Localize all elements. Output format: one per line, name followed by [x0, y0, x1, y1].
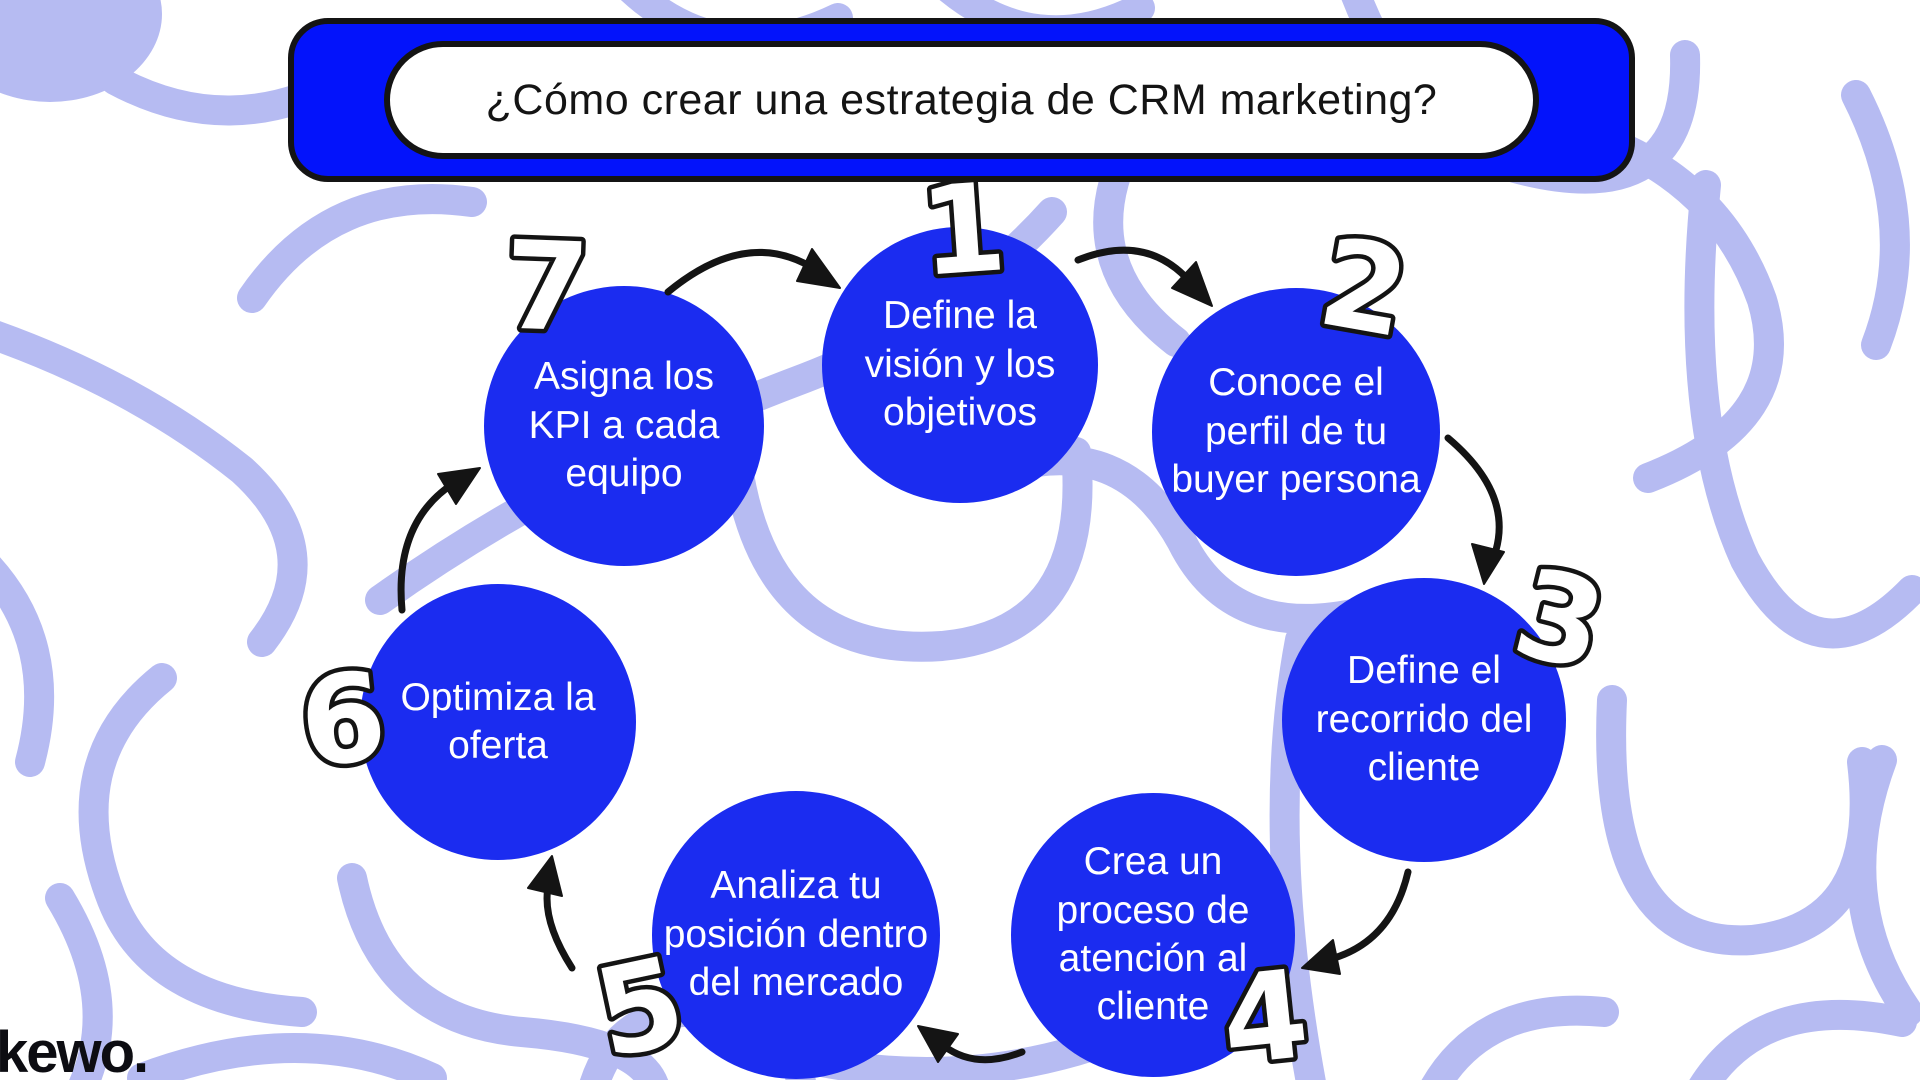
step-number-5: 5	[579, 925, 701, 1080]
step-circle-7: Asigna los KPI a cada equipo	[484, 286, 764, 566]
brand-logo: kewo.	[0, 1020, 149, 1080]
step-circle-6: Optimiza la oferta	[360, 584, 636, 860]
arrow-step7-to-step1	[664, 248, 841, 296]
step-label-1: Define la visión y los objetivos	[864, 294, 1056, 435]
svg-text:7: 7	[502, 215, 592, 360]
svg-text:6: 6	[293, 645, 392, 795]
title-pill: ¿Cómo crear una estrategia de CRM market…	[384, 41, 1539, 159]
arrow-step1-to-step2	[1074, 246, 1213, 307]
step-number-7: 7	[498, 210, 597, 364]
step-label-2: Conoce el perfil de tu buyer persona	[1171, 361, 1421, 502]
title-banner: ¿Cómo crear una estrategia de CRM market…	[288, 18, 1635, 182]
step-circle-3: Define el recorrido del cliente	[1282, 578, 1566, 862]
step-number-3: 3	[1497, 536, 1623, 703]
step-circle-1: Define la visión y los objetivos	[822, 227, 1098, 503]
arrow-step2-to-step3	[1444, 434, 1505, 585]
step-label-6: Optimiza la oferta	[400, 675, 596, 767]
step-circle-2: Conoce el perfil de tu buyer persona	[1152, 288, 1440, 576]
arrow-step4-to-step5	[917, 1025, 1026, 1064]
step-number-6: 6	[289, 640, 397, 799]
svg-text:4: 4	[1215, 943, 1314, 1080]
svg-text:5: 5	[584, 930, 697, 1080]
arrow-step6-to-step7	[397, 467, 481, 614]
step-number-2: 2	[1305, 206, 1422, 370]
svg-text:2: 2	[1310, 211, 1418, 366]
svg-text:3: 3	[1502, 541, 1619, 699]
arrow-step5-to-step6	[527, 855, 576, 972]
step-label-4: Crea un proceso de atención al cliente	[1056, 840, 1250, 1029]
step-label-5: Analiza tu posición dentro del mercado	[663, 864, 929, 1005]
step-number-4: 4	[1211, 938, 1319, 1080]
step-label-7: Asigna los KPI a cada equipo	[528, 355, 720, 496]
step-circle-5: Analiza tu posición dentro del mercado	[652, 791, 940, 1079]
step-label-3: Define el recorrido del cliente	[1315, 649, 1533, 790]
page-title: ¿Cómo crear una estrategia de CRM market…	[485, 75, 1438, 124]
step-circle-4: Crea un proceso de atención al cliente	[1011, 793, 1295, 1077]
arrow-step3-to-step4	[1301, 868, 1412, 975]
